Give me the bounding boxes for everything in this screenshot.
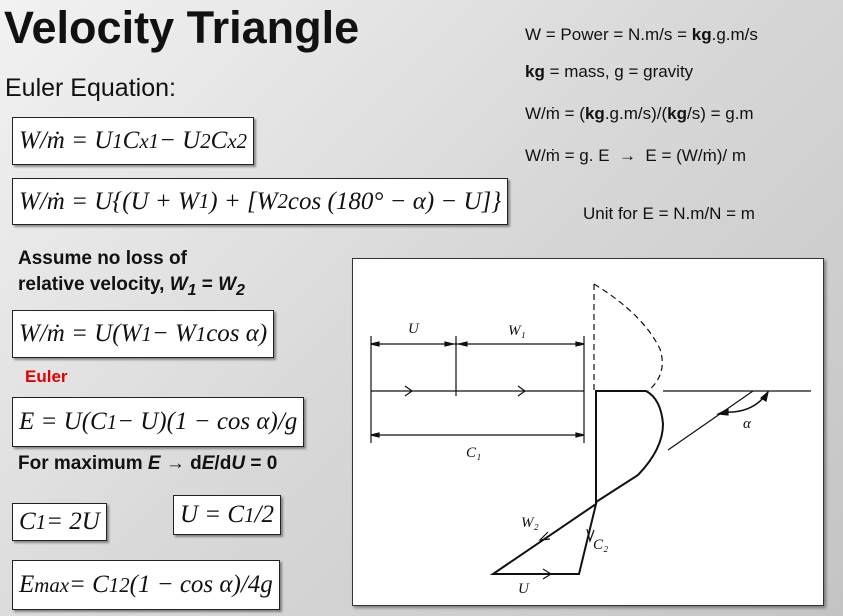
slide-title: Velocity Triangle	[4, 2, 360, 53]
note-mass: kg = mass, g = gravity	[525, 62, 694, 81]
label-c2: C₂	[593, 537, 608, 553]
flow-arrows	[404, 385, 527, 397]
dashed-bucket	[593, 283, 663, 392]
note-ratio: W/ṁ = (kg.g.m/s)/(kg/s) = g.m	[525, 104, 754, 123]
label-c1: C₁	[466, 445, 481, 461]
velocity-triangle-diagram: U W₁ C₁ α W₂ C₂ U	[352, 258, 824, 606]
euler-label: Euler	[25, 367, 68, 386]
bucket	[595, 390, 665, 504]
label-w2: W₂	[521, 515, 539, 531]
euler-equation-heading: Euler Equation:	[5, 74, 176, 102]
note-energy: W/ṁ = g. E → E = (W/ṁ)/ m	[525, 146, 747, 165]
label-alpha: α	[743, 416, 752, 432]
label-w1: W₁	[508, 323, 526, 339]
maximum-condition: For maximum E → dE/dU = 0	[18, 453, 278, 474]
label-u-top: U	[408, 321, 420, 337]
note-power: W = Power = N.m/s = kg.g.m/s	[525, 25, 758, 44]
dimension-lines	[370, 336, 585, 443]
note-unit: Unit for E = N.m/N = m	[583, 204, 755, 223]
label-u-bottom: U	[518, 581, 530, 597]
